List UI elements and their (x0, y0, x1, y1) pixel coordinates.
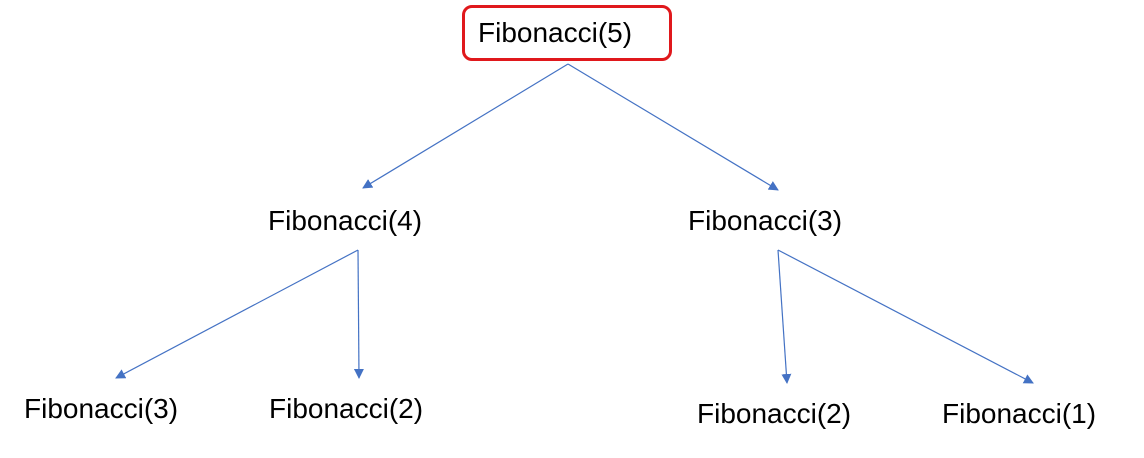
edge-left-to-left_right (353, 249, 364, 379)
node-left-left: Fibonacci(3) (24, 393, 179, 424)
node-right-left: Fibonacci(2) (697, 398, 852, 429)
edge-right-to-right_right (777, 249, 1034, 384)
edge-root-to-left (362, 63, 569, 189)
node-root: Fibonacci(5) (478, 17, 633, 48)
node-right-right: Fibonacci(1) (942, 398, 1097, 429)
edge-right-to-right_left (777, 249, 792, 384)
root-highlight-box (462, 5, 672, 61)
edge-root-to-right (567, 63, 779, 191)
node-left-right: Fibonacci(2) (269, 393, 424, 424)
node-right: Fibonacci(3) (688, 205, 843, 236)
node-left: Fibonacci(4) (268, 205, 423, 236)
edge-left-to-left_left (115, 249, 359, 379)
